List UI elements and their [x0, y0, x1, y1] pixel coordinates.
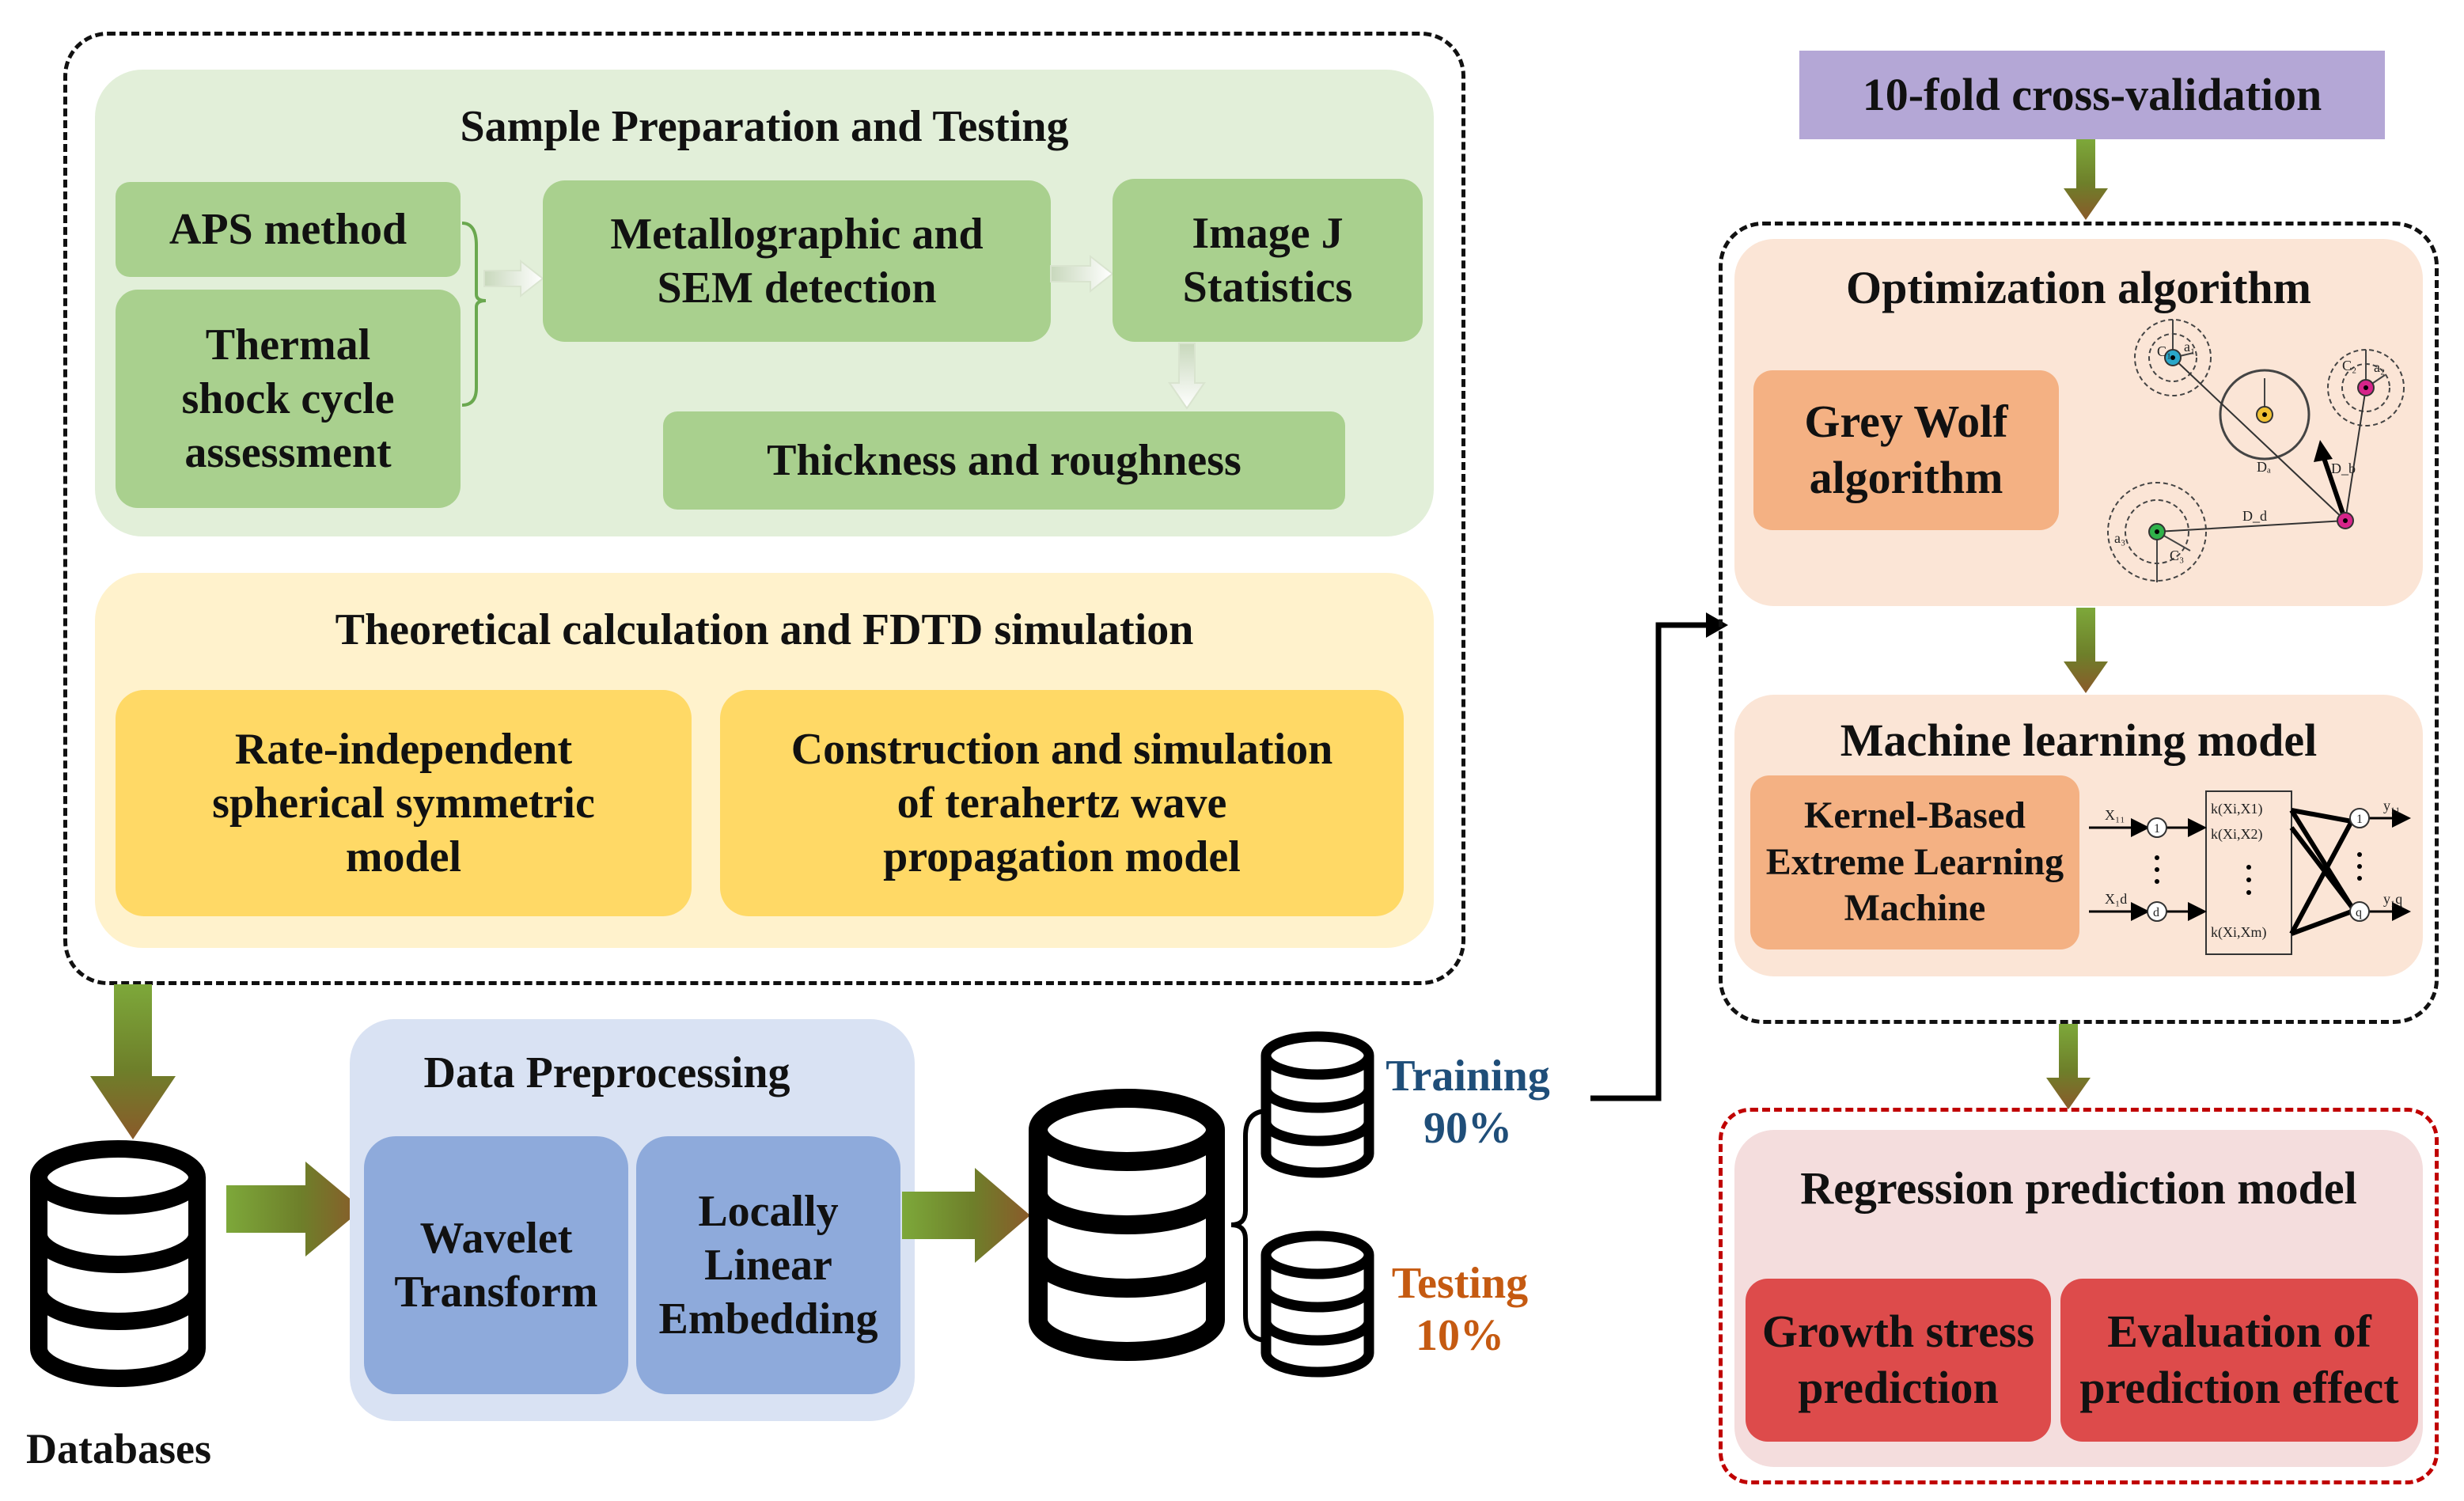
training-percent: 90% — [1423, 1104, 1512, 1153]
ml-title: Machine learning model — [1840, 714, 2318, 766]
gw-label-db: D_b — [2331, 461, 2356, 476]
split-brace — [1230, 1109, 1268, 1343]
metallographic-box: Metallographic and SEM detection — [543, 180, 1051, 342]
sample-prep-title: Sample Preparation and Testing — [460, 102, 1069, 151]
net-y1: y₁₁ — [2383, 798, 2401, 813]
aps-method-box: APS method — [116, 182, 461, 277]
evaluation-box: Evaluation of prediction effect — [2060, 1279, 2418, 1442]
lle-box: Locally Linear Embedding — [636, 1136, 900, 1394]
arrow-to-regression-icon — [2046, 1024, 2091, 1109]
thermal-shock-box: Thermal shock cycle assessment — [116, 290, 461, 508]
gw-label-a3: a₃ — [2114, 530, 2125, 546]
net-nd: d — [2153, 906, 2159, 919]
testing-percent: 10% — [1416, 1311, 1504, 1360]
imagej-box: Image J Statistics — [1113, 179, 1423, 342]
kelm-network-diagram: X₁₁ X₁d 1 d k(Xi,X1) k(Xi,X2) k(Xi,Xm) 1… — [2089, 790, 2411, 955]
regression-title: Regression prediction model — [1800, 1162, 2357, 1214]
optimization-title: Optimization algorithm — [1845, 262, 2311, 313]
connector-to-model-icon — [1590, 612, 1728, 1101]
net-k2: k(Xi,X2) — [2211, 826, 2263, 843]
gw-label-a2: a₂ — [2374, 359, 2385, 375]
net-oq: q — [2356, 906, 2362, 919]
net-n1: 1 — [2154, 822, 2160, 836]
regression-dashed-frame — [1719, 1108, 2439, 1484]
gw-label-a1: a₁ — [2184, 339, 2195, 354]
gw-label-c3: C₃ — [2170, 548, 2184, 563]
arrow-to-metallographic-icon — [483, 259, 544, 298]
training-label: Training — [1386, 1052, 1550, 1101]
net-km: k(Xi,Xm) — [2211, 924, 2267, 941]
experiment-dashed-frame — [63, 32, 1465, 985]
net-xd: X₁d — [2105, 891, 2127, 907]
arrow-to-preprocessing-icon — [226, 1162, 362, 1257]
wavelet-box: Wavelet Transform — [364, 1136, 628, 1394]
arrow-to-imagej-icon — [1050, 254, 1114, 294]
net-k1: k(Xi,X1) — [2211, 801, 2263, 817]
training-database-icon — [1260, 1031, 1374, 1178]
sample-brace — [461, 222, 487, 407]
net-yq: y₁q — [2383, 891, 2402, 907]
net-o1: 1 — [2356, 813, 2363, 826]
thickness-box: Thickness and roughness — [663, 411, 1345, 510]
databases-label: Databases — [25, 1425, 211, 1473]
testing-label: Testing — [1391, 1259, 1529, 1308]
net-x1: X₁₁ — [2105, 807, 2125, 823]
model-dashed-frame — [1719, 222, 2439, 1024]
grey-wolf-diagram: C₁ a₁ C₂ a₂ a₃ C₃ Dₐ D_b D_d — [2107, 319, 2405, 582]
arrow-to-split-icon — [902, 1168, 1030, 1263]
gw-label-c1: C₁ — [2157, 343, 2171, 359]
rate-independent-box: Rate-independent spherical symmetric mod… — [116, 690, 692, 916]
arrow-to-optimization-icon — [2064, 139, 2108, 220]
gw-label-dd: D_d — [2242, 508, 2267, 524]
arrow-to-ml-icon — [2064, 608, 2108, 693]
theory-title: Theoretical calculation and FDTD simulat… — [335, 605, 1194, 654]
kelm-box: Kernel-Based Extreme Learning Machine — [1750, 775, 2079, 949]
preprocessing-title: Data Preprocessing — [423, 1048, 790, 1097]
gw-label-c2: C₂ — [2342, 358, 2356, 373]
growth-stress-box: Growth stress prediction — [1746, 1279, 2051, 1442]
database-icon — [30, 1140, 206, 1387]
gw-label-da: Dₐ — [2257, 459, 2271, 475]
terahertz-box: Construction and simulation of terahertz… — [720, 690, 1404, 916]
combined-database-icon — [1029, 1089, 1225, 1361]
testing-database-icon — [1260, 1230, 1374, 1378]
grey-wolf-box: Grey Wolf algorithm — [1753, 370, 2059, 530]
arrow-to-databases-icon — [90, 984, 176, 1139]
cross-validation-box: 10-fold cross-validation — [1799, 51, 2385, 139]
arrow-to-thickness-icon — [1168, 343, 1206, 410]
